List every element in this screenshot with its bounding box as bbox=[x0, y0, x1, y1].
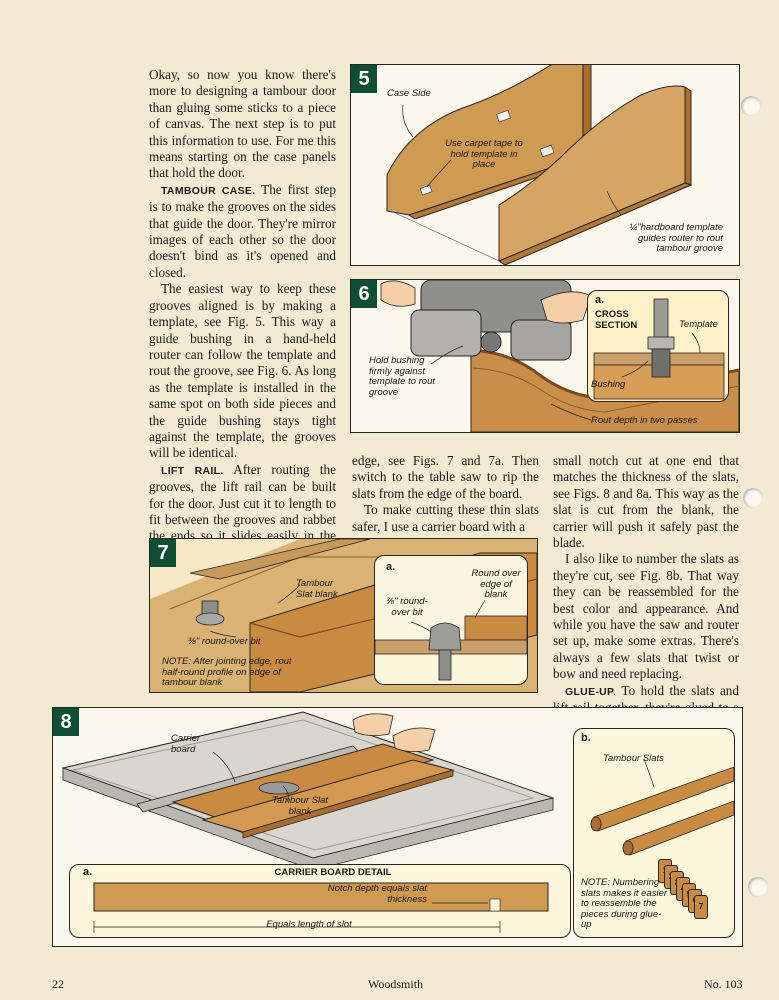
label-tambour-slats: Tambour Slats bbox=[603, 753, 664, 764]
label-note-jointing: NOTE: After jointing edge, rout half-rou… bbox=[162, 656, 292, 688]
label-bushing: Bushing bbox=[591, 379, 626, 390]
figure-8-illustration bbox=[61, 711, 555, 871]
label-carrier-board-detail: CARRIER BOARD DETAIL bbox=[274, 867, 392, 878]
label-cross-section: CROSS SECTION bbox=[595, 309, 638, 331]
article-paragraph: The easiest way to keep these grooves al… bbox=[149, 281, 336, 461]
label-equals-length: Equals length of slot bbox=[266, 919, 352, 930]
article-paragraph: Okay, so now you know there's more to de… bbox=[149, 67, 336, 182]
label-roundover-bit: ⅜" round-over bit bbox=[188, 636, 261, 647]
label-inset-roundover-bit: ⅜" round-over bit bbox=[386, 596, 428, 618]
article-paragraph: small notch cut at one end that matches … bbox=[553, 453, 739, 551]
section-keyword: LIFT RAIL. bbox=[161, 464, 224, 477]
figure-7a-detail bbox=[374, 555, 528, 685]
label-case-side: Case Side bbox=[387, 88, 431, 99]
figure-6-router: 6 Hold bushing firmly against template t… bbox=[350, 279, 740, 433]
issue-number: No. 103 bbox=[704, 977, 743, 991]
label-carrier-board: Carrier board bbox=[171, 733, 201, 755]
paragraph-text: small notch cut at one end that matches … bbox=[553, 453, 739, 551]
section-keyword: TAMBOUR CASE. bbox=[161, 184, 256, 197]
figure-8a-carrier-detail bbox=[69, 864, 571, 938]
figure-6-number: 6 bbox=[351, 280, 377, 308]
figure-6a-tag: a. bbox=[595, 294, 605, 306]
label-carpet-tape: Use carpet tape to hold template in plac… bbox=[445, 138, 523, 170]
paragraph-text: To make cutting these thin slats safer, … bbox=[352, 502, 539, 534]
paragraph-text: After routing the grooves, the lift rail… bbox=[149, 461, 336, 560]
article-column-2: edge, see Figs. 7 and 7a. Then switch to… bbox=[352, 453, 539, 535]
figure-8b-illustration bbox=[590, 758, 734, 856]
article-paragraph: edge, see Figs. 7 and 7a. Then switch to… bbox=[352, 453, 539, 502]
label-hold-bushing: Hold bushing firmly against template to … bbox=[369, 355, 436, 398]
article-paragraph: I also like to number the slats as they'… bbox=[553, 551, 739, 682]
label-numbering-note: NOTE: Numbering slats makes it easier to… bbox=[581, 877, 668, 930]
figure-6-illustration bbox=[380, 280, 739, 432]
figure-8b-tag: b. bbox=[581, 732, 591, 744]
figure-8a-tag: a. bbox=[83, 866, 93, 878]
figure-8b-numbered-slats: 1234567 bbox=[573, 728, 735, 938]
label-notch-depth: Notch depth equals slat thickness bbox=[327, 883, 427, 905]
paragraph-text: edge, see Figs. 7 and 7a. Then switch to… bbox=[352, 453, 539, 501]
label-tambour-slat-blank: Tambour Slat blank bbox=[296, 578, 338, 600]
page-number: 22 bbox=[52, 977, 64, 991]
label-rout-depth: Rout depth in two passes bbox=[591, 415, 698, 426]
paragraph-text: Okay, so now you know there's more to de… bbox=[149, 67, 336, 181]
label-hardboard-template: ¼"hardboard template guides router to ro… bbox=[629, 222, 723, 254]
section-keyword: GLUE-UP. bbox=[565, 685, 617, 698]
figure-5-illustration bbox=[386, 65, 693, 265]
figure-8-table-saw: 8 Carrier board Tambour Slat blank bbox=[52, 707, 743, 947]
label-round-over-edge: Round over edge of blank bbox=[471, 568, 521, 600]
numbered-slat-end: 7 bbox=[694, 895, 708, 919]
article-paragraph: To make cutting these thin slats safer, … bbox=[352, 502, 539, 535]
paragraph-text: The first step is to make the grooves on… bbox=[149, 181, 336, 280]
figure-7-number: 7 bbox=[150, 539, 176, 567]
figure-5-number: 5 bbox=[351, 65, 377, 93]
figure-7a-illustration bbox=[375, 556, 527, 681]
figure-7-router-table: 7 Tambour Slat blank ⅜" round-over bit N… bbox=[149, 538, 538, 693]
figure-6a-cross-section bbox=[587, 290, 729, 402]
article-paragraph: LIFT RAIL. After routing the grooves, th… bbox=[149, 462, 336, 561]
figure-7a-tag: a. bbox=[386, 561, 396, 573]
article-paragraph: TAMBOUR CASE. The first step is to make … bbox=[149, 182, 336, 281]
label-tambour-slat-blank-8: Tambour Slat blank bbox=[271, 795, 329, 817]
paragraph-text: I also like to number the slats as they'… bbox=[553, 551, 739, 682]
binder-hole-middle bbox=[743, 488, 763, 508]
binder-hole-top bbox=[741, 96, 761, 116]
label-template: Template bbox=[679, 319, 718, 330]
figure-8-number: 8 bbox=[53, 708, 79, 736]
paragraph-text: The easiest way to keep these grooves al… bbox=[149, 281, 336, 461]
figure-6a-illustration bbox=[593, 298, 725, 400]
figure-5-template: 5 Case Side Use carpet tape to hold temp… bbox=[350, 64, 740, 266]
figure-8a-illustration bbox=[93, 882, 549, 933]
magazine-name: Woodsmith bbox=[368, 977, 424, 991]
binder-hole-bottom bbox=[748, 877, 768, 897]
